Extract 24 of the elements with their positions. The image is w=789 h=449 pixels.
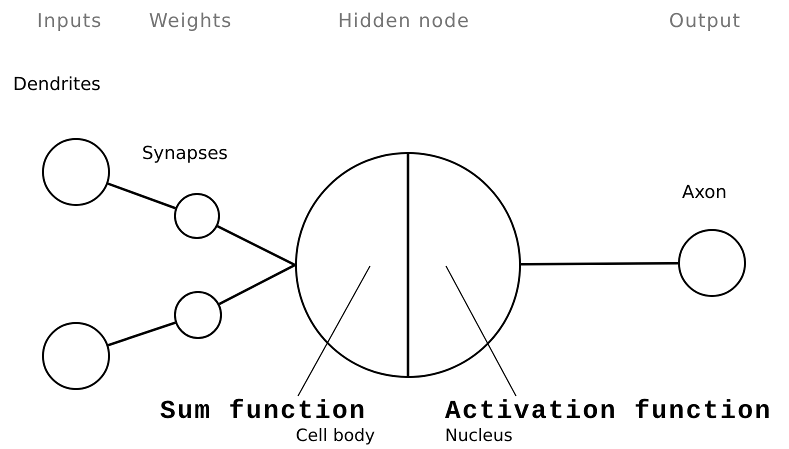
part-name: Dendrites (13, 74, 101, 96)
connection-line (218, 264, 296, 306)
part-name: Nucleus (445, 426, 513, 446)
part-name: Cell body (296, 426, 375, 446)
connection-line (521, 262, 678, 266)
function-title: Activation function (445, 396, 772, 426)
leader-line (297, 266, 371, 396)
connection-line (217, 225, 296, 266)
column-heading: Weights (149, 10, 232, 32)
column-heading: Inputs (37, 10, 102, 32)
function-title: Sum function (160, 396, 366, 426)
part-name: Axon (682, 182, 727, 204)
neuron-circle (295, 152, 521, 378)
neuron-circle (174, 291, 222, 339)
neuron-circle (42, 138, 110, 206)
connection-line (108, 321, 176, 346)
column-heading: Hidden node (338, 10, 470, 32)
neuron-circle (174, 193, 220, 239)
neuron-circle (678, 229, 746, 297)
connection-line (108, 182, 176, 210)
leader-line (445, 266, 517, 396)
neuron-circle (42, 322, 110, 390)
column-heading: Output (669, 10, 741, 32)
part-name: Synapses (142, 143, 228, 165)
